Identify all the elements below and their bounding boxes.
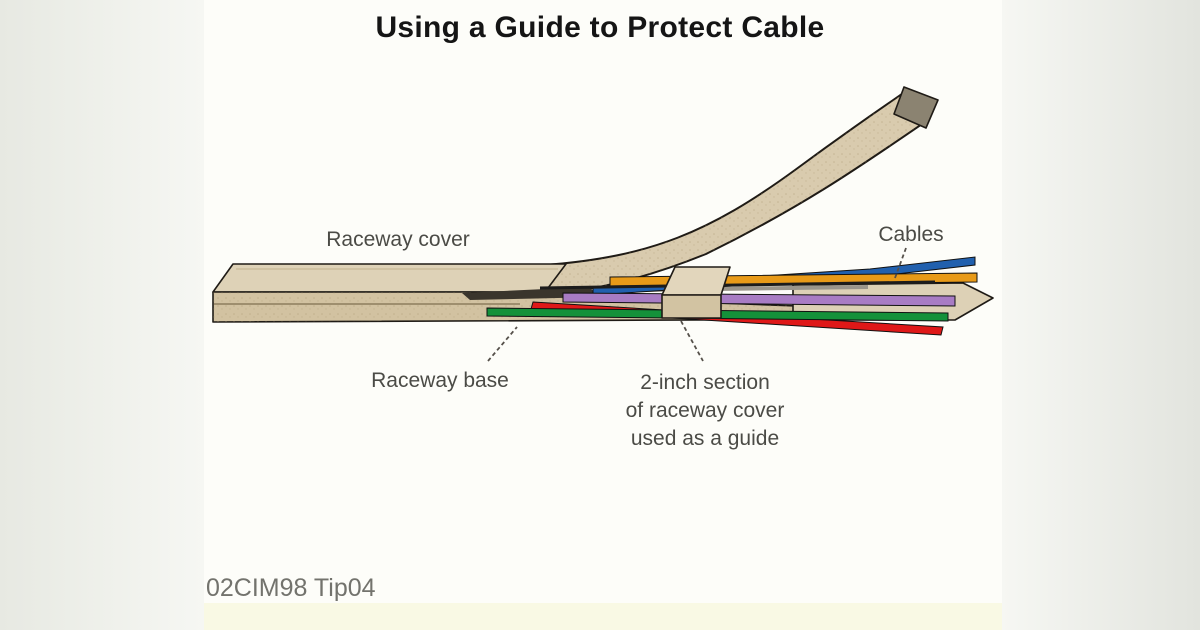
page-title: Using a Guide to Protect Cable	[375, 11, 824, 44]
cover-end-face	[893, 86, 939, 129]
leader-line-cables	[894, 247, 907, 279]
label-guide-line-3: used as a guide	[631, 427, 779, 450]
raceway-top-face	[212, 263, 567, 293]
label-cables: Cables	[878, 223, 943, 246]
label-raceway-base: Raceway base	[371, 369, 509, 392]
page-background-left	[0, 0, 204, 630]
cable-purple	[562, 292, 956, 307]
leader-line-base	[487, 326, 518, 362]
guide-block-front	[661, 294, 722, 319]
cable-black	[539, 280, 936, 290]
footer-code: 02CIM98 Tip04	[206, 574, 376, 602]
leader-line-guide	[680, 320, 704, 362]
guide-block-top	[661, 266, 731, 296]
footer-strip	[204, 603, 1002, 630]
label-guide-line-1: 2-inch section	[640, 371, 770, 394]
label-raceway-cover: Raceway cover	[326, 228, 470, 251]
label-guide-line-2: of raceway cover	[626, 399, 785, 422]
page-background-right	[1002, 0, 1200, 630]
